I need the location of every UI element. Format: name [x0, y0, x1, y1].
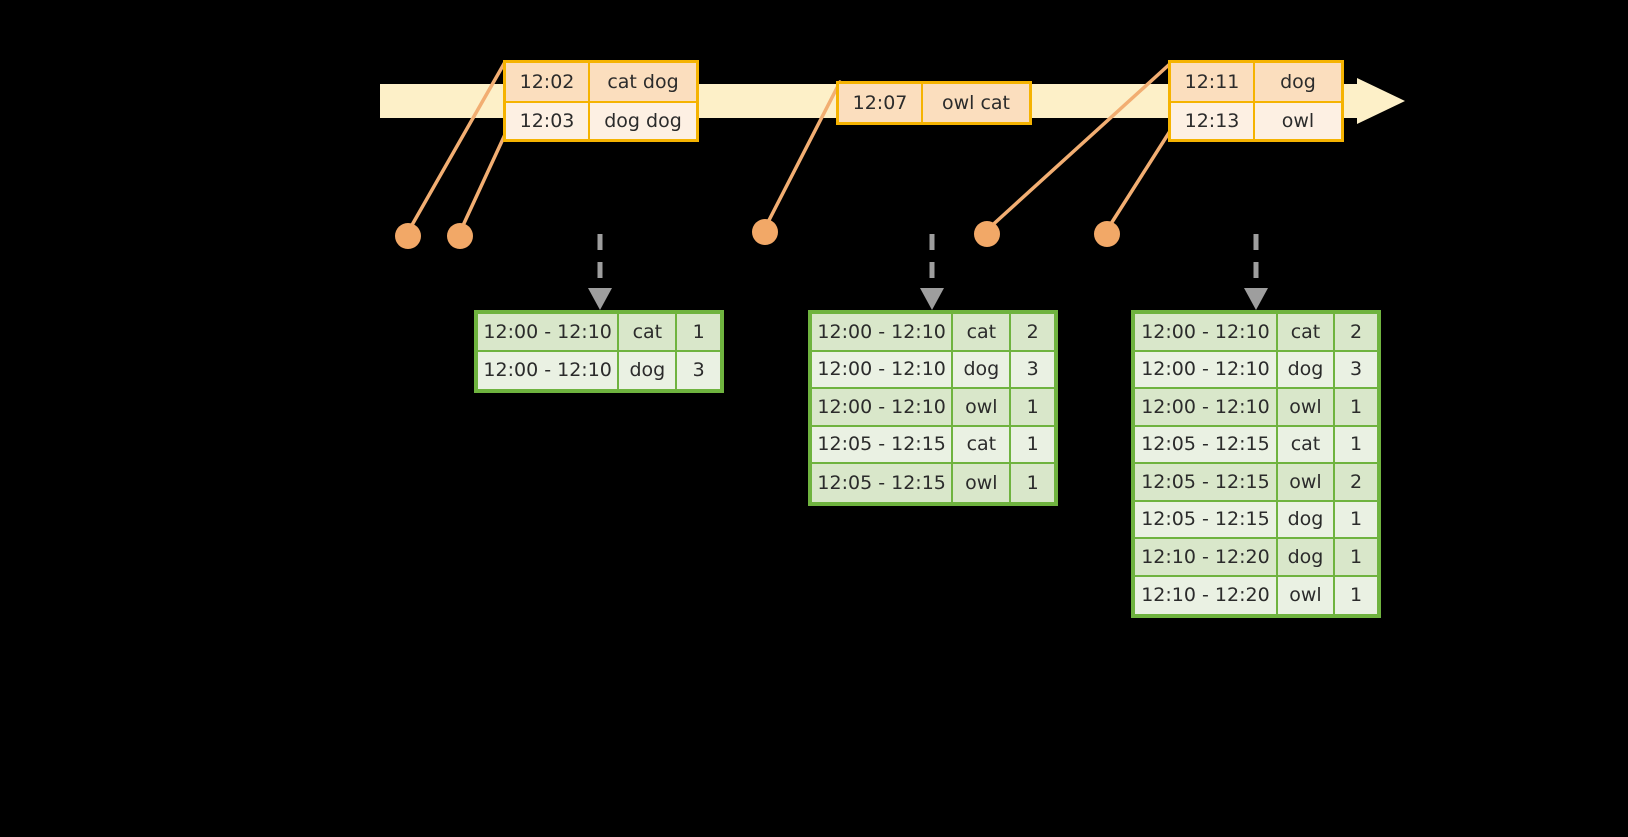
- event-words: cat dog: [590, 63, 696, 101]
- cell-word: cat: [953, 426, 1012, 464]
- event-time: 12:03: [506, 103, 590, 139]
- cell-word: dog: [1277, 351, 1336, 389]
- result-table-1[interactable]: 12:00 - 12:10 cat 1 12:00 - 12:10 dog 3: [474, 310, 724, 393]
- table-row[interactable]: 12:05 - 12:15 cat 1: [812, 426, 1054, 464]
- cell-window: 12:05 - 12:15: [1135, 464, 1278, 502]
- cell-window: 12:05 - 12:15: [812, 464, 954, 502]
- cell-word: dog: [953, 351, 1012, 389]
- cell-window: 12:00 - 12:10: [1135, 389, 1278, 427]
- cell-word: cat: [1277, 426, 1336, 464]
- cell-word: owl: [1277, 576, 1336, 614]
- table-row[interactable]: 12:10 - 12:20 dog 1: [1135, 539, 1377, 577]
- event-time: 12:07: [839, 84, 923, 122]
- cell-window: 12:05 - 12:15: [1135, 501, 1278, 539]
- event-group-3[interactable]: 12:11 dog 12:13 owl: [1168, 60, 1344, 142]
- cell-count: 1: [1011, 426, 1054, 464]
- dashed-arrowhead-3: [1244, 288, 1268, 310]
- event-words: owl: [1255, 103, 1341, 139]
- event-dot-2: [447, 223, 473, 249]
- cell-count: 1: [1011, 464, 1054, 502]
- table-row[interactable]: 12:00 - 12:10 cat 2: [1135, 314, 1377, 352]
- cell-count: 1: [1335, 576, 1377, 614]
- cell-window: 12:10 - 12:20: [1135, 576, 1278, 614]
- cell-window: 12:05 - 12:15: [1135, 426, 1278, 464]
- event-row[interactable]: 12:07 owl cat: [839, 84, 1029, 122]
- cell-count: 2: [1011, 314, 1054, 352]
- cell-word: cat: [619, 314, 678, 352]
- cell-word: owl: [953, 464, 1012, 502]
- table-row[interactable]: 12:05 - 12:15 dog 1: [1135, 501, 1377, 539]
- cell-count: 1: [677, 314, 720, 352]
- table-row[interactable]: 12:05 - 12:15 owl 2: [1135, 464, 1377, 502]
- cell-count: 1: [1335, 539, 1377, 577]
- event-words: dog: [1255, 63, 1341, 101]
- connector-line-5: [1105, 126, 1174, 232]
- event-words: owl cat: [923, 84, 1029, 122]
- event-group-2[interactable]: 12:07 owl cat: [836, 81, 1032, 125]
- table-row[interactable]: 12:00 - 12:10 dog 3: [1135, 351, 1377, 389]
- event-dot-4: [974, 221, 1000, 247]
- cell-window: 12:00 - 12:10: [812, 351, 954, 389]
- cell-window: 12:00 - 12:10: [812, 314, 954, 352]
- connector-line-1: [406, 60, 507, 234]
- table-row[interactable]: 12:00 - 12:10 cat 1: [478, 314, 720, 352]
- table-row[interactable]: 12:00 - 12:10 cat 2: [812, 314, 1054, 352]
- event-row[interactable]: 12:13 owl: [1171, 101, 1341, 139]
- table-row[interactable]: 12:00 - 12:10 owl 1: [812, 389, 1054, 427]
- event-time: 12:11: [1171, 63, 1255, 101]
- cell-window: 12:05 - 12:15: [812, 426, 954, 464]
- event-dot-1: [395, 223, 421, 249]
- event-time: 12:02: [506, 63, 590, 101]
- cell-window: 12:00 - 12:10: [1135, 314, 1278, 352]
- event-words: dog dog: [590, 103, 696, 139]
- cell-window: 12:10 - 12:20: [1135, 539, 1278, 577]
- cell-word: dog: [1277, 501, 1336, 539]
- table-row[interactable]: 12:00 - 12:10 dog 3: [478, 351, 720, 389]
- cell-window: 12:00 - 12:10: [1135, 351, 1278, 389]
- cell-count: 1: [1335, 501, 1377, 539]
- table-row[interactable]: 12:00 - 12:10 dog 3: [812, 351, 1054, 389]
- cell-window: 12:00 - 12:10: [478, 351, 620, 389]
- connector-line-2: [458, 126, 510, 234]
- cell-count: 3: [1335, 351, 1377, 389]
- result-table-2[interactable]: 12:00 - 12:10 cat 2 12:00 - 12:10 dog 3 …: [808, 310, 1058, 506]
- event-group-1[interactable]: 12:02 cat dog 12:03 dog dog: [503, 60, 699, 142]
- cell-count: 3: [677, 351, 720, 389]
- table-row[interactable]: 12:05 - 12:15 owl 1: [812, 464, 1054, 502]
- cell-word: cat: [953, 314, 1012, 352]
- event-dot-5: [1094, 221, 1120, 247]
- cell-window: 12:00 - 12:10: [812, 389, 954, 427]
- cell-window: 12:00 - 12:10: [478, 314, 620, 352]
- cell-word: owl: [1277, 389, 1336, 427]
- cell-count: 2: [1335, 464, 1377, 502]
- event-row[interactable]: 12:11 dog: [1171, 63, 1341, 101]
- event-dot-3: [752, 219, 778, 245]
- cell-count: 1: [1011, 389, 1054, 427]
- cell-word: dog: [619, 351, 678, 389]
- cell-count: 3: [1011, 351, 1054, 389]
- cell-word: dog: [1277, 539, 1336, 577]
- cell-word: cat: [1277, 314, 1336, 352]
- cell-word: owl: [953, 389, 1012, 427]
- result-table-3[interactable]: 12:00 - 12:10 cat 2 12:00 - 12:10 dog 3 …: [1131, 310, 1381, 618]
- table-row[interactable]: 12:05 - 12:15 cat 1: [1135, 426, 1377, 464]
- table-row[interactable]: 12:10 - 12:20 owl 1: [1135, 576, 1377, 614]
- dashed-arrowhead-2: [920, 288, 944, 310]
- cell-count: 2: [1335, 314, 1377, 352]
- dashed-arrowhead-1: [588, 288, 612, 310]
- table-row[interactable]: 12:00 - 12:10 owl 1: [1135, 389, 1377, 427]
- event-time: 12:13: [1171, 103, 1255, 139]
- cell-count: 1: [1335, 426, 1377, 464]
- event-row[interactable]: 12:02 cat dog: [506, 63, 696, 101]
- timeline-arrowhead: [1357, 78, 1405, 124]
- cell-word: owl: [1277, 464, 1336, 502]
- event-row[interactable]: 12:03 dog dog: [506, 101, 696, 139]
- cell-count: 1: [1335, 389, 1377, 427]
- connector-line-3: [763, 80, 842, 230]
